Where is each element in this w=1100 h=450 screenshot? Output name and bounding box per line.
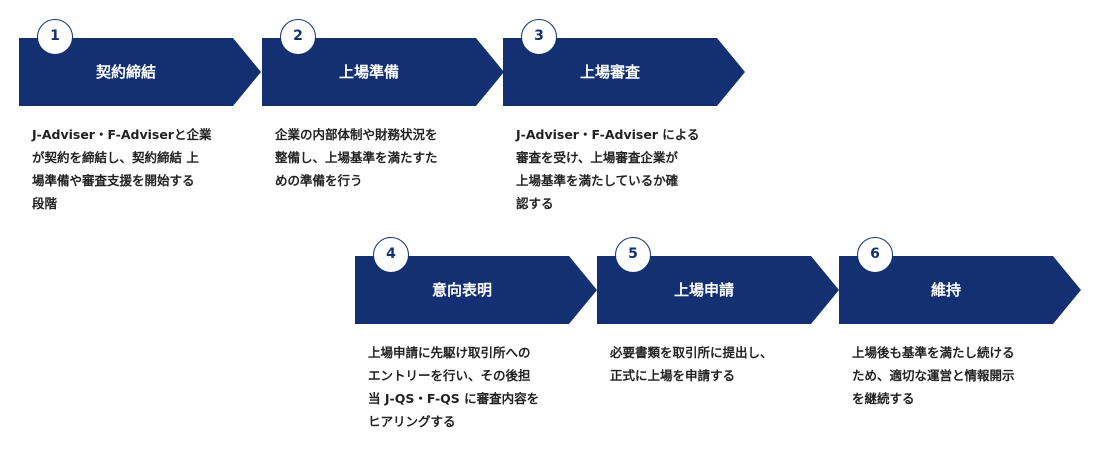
step-description: J-Adviser・F-Adviser による審査を受け、上場審査企業が上場基準… bbox=[516, 123, 736, 215]
step-number-badge: 2 bbox=[280, 19, 316, 55]
step-number-badge: 5 bbox=[615, 237, 651, 273]
step-title: 維持 bbox=[930, 281, 961, 299]
step-description: 企業の内部体制や財務状況を整備し、上場基準を満たすための準備を行う bbox=[275, 123, 495, 192]
step-title: 意向表明 bbox=[431, 281, 492, 299]
description-line: 当 J-QS・F-QS に審査内容を bbox=[368, 391, 540, 406]
description-line: エントリーを行い、その後担 bbox=[368, 368, 531, 383]
description-line: 認する bbox=[516, 196, 554, 211]
step-title: 契約締結 bbox=[95, 63, 156, 81]
description-line: J-Adviser・F-Adviserと企業 bbox=[32, 127, 212, 142]
step-title: 上場審査 bbox=[579, 63, 640, 81]
description-line: 企業の内部体制や財務状況を bbox=[275, 127, 438, 142]
description-line: 上場後も基準を満たし続ける bbox=[852, 345, 1015, 360]
step-description: 上場後も基準を満たし続けるため、適切な運営と情報開示を継続する bbox=[852, 341, 1072, 410]
description-line: が契約を締結し、契約締結 上 bbox=[32, 150, 199, 165]
step-number-badge: 6 bbox=[857, 237, 893, 273]
description-line: を継続する bbox=[852, 391, 915, 406]
description-line: J-Adviser・F-Adviser による bbox=[516, 127, 700, 142]
description-line: 審査を受け、上場審査企業が bbox=[516, 150, 678, 165]
step-number-badge: 4 bbox=[373, 237, 409, 273]
description-line: 上場基準を満たしているか確 bbox=[516, 173, 679, 188]
step-description: 必要書類を取引所に提出し、正式に上場を申請する bbox=[610, 341, 830, 387]
step-number-badge: 1 bbox=[37, 19, 73, 55]
step-description: 上場申請に先駆け取引所へのエントリーを行い、その後担当 J-QS・F-QS に審… bbox=[368, 341, 588, 433]
description-line: 正式に上場を申請する bbox=[610, 368, 736, 383]
description-line: 必要書類を取引所に提出し、 bbox=[610, 345, 773, 360]
description-line: ため、適切な運営と情報開示 bbox=[852, 368, 1015, 383]
description-line: 場準備や審査支援を開始する bbox=[32, 173, 195, 188]
description-line: めの準備を行う bbox=[275, 173, 363, 188]
description-line: 段階 bbox=[32, 196, 58, 211]
description-line: ヒアリングする bbox=[368, 414, 456, 429]
step-title: 上場準備 bbox=[338, 63, 399, 81]
description-line: 整備し、上場基準を満たすた bbox=[275, 150, 438, 165]
step-title: 上場申請 bbox=[673, 281, 734, 299]
step-description: J-Adviser・F-Adviserと企業が契約を締結し、契約締結 上場準備や… bbox=[32, 123, 252, 215]
description-line: 上場申請に先駆け取引所への bbox=[368, 345, 531, 360]
step-number-badge: 3 bbox=[521, 19, 557, 55]
